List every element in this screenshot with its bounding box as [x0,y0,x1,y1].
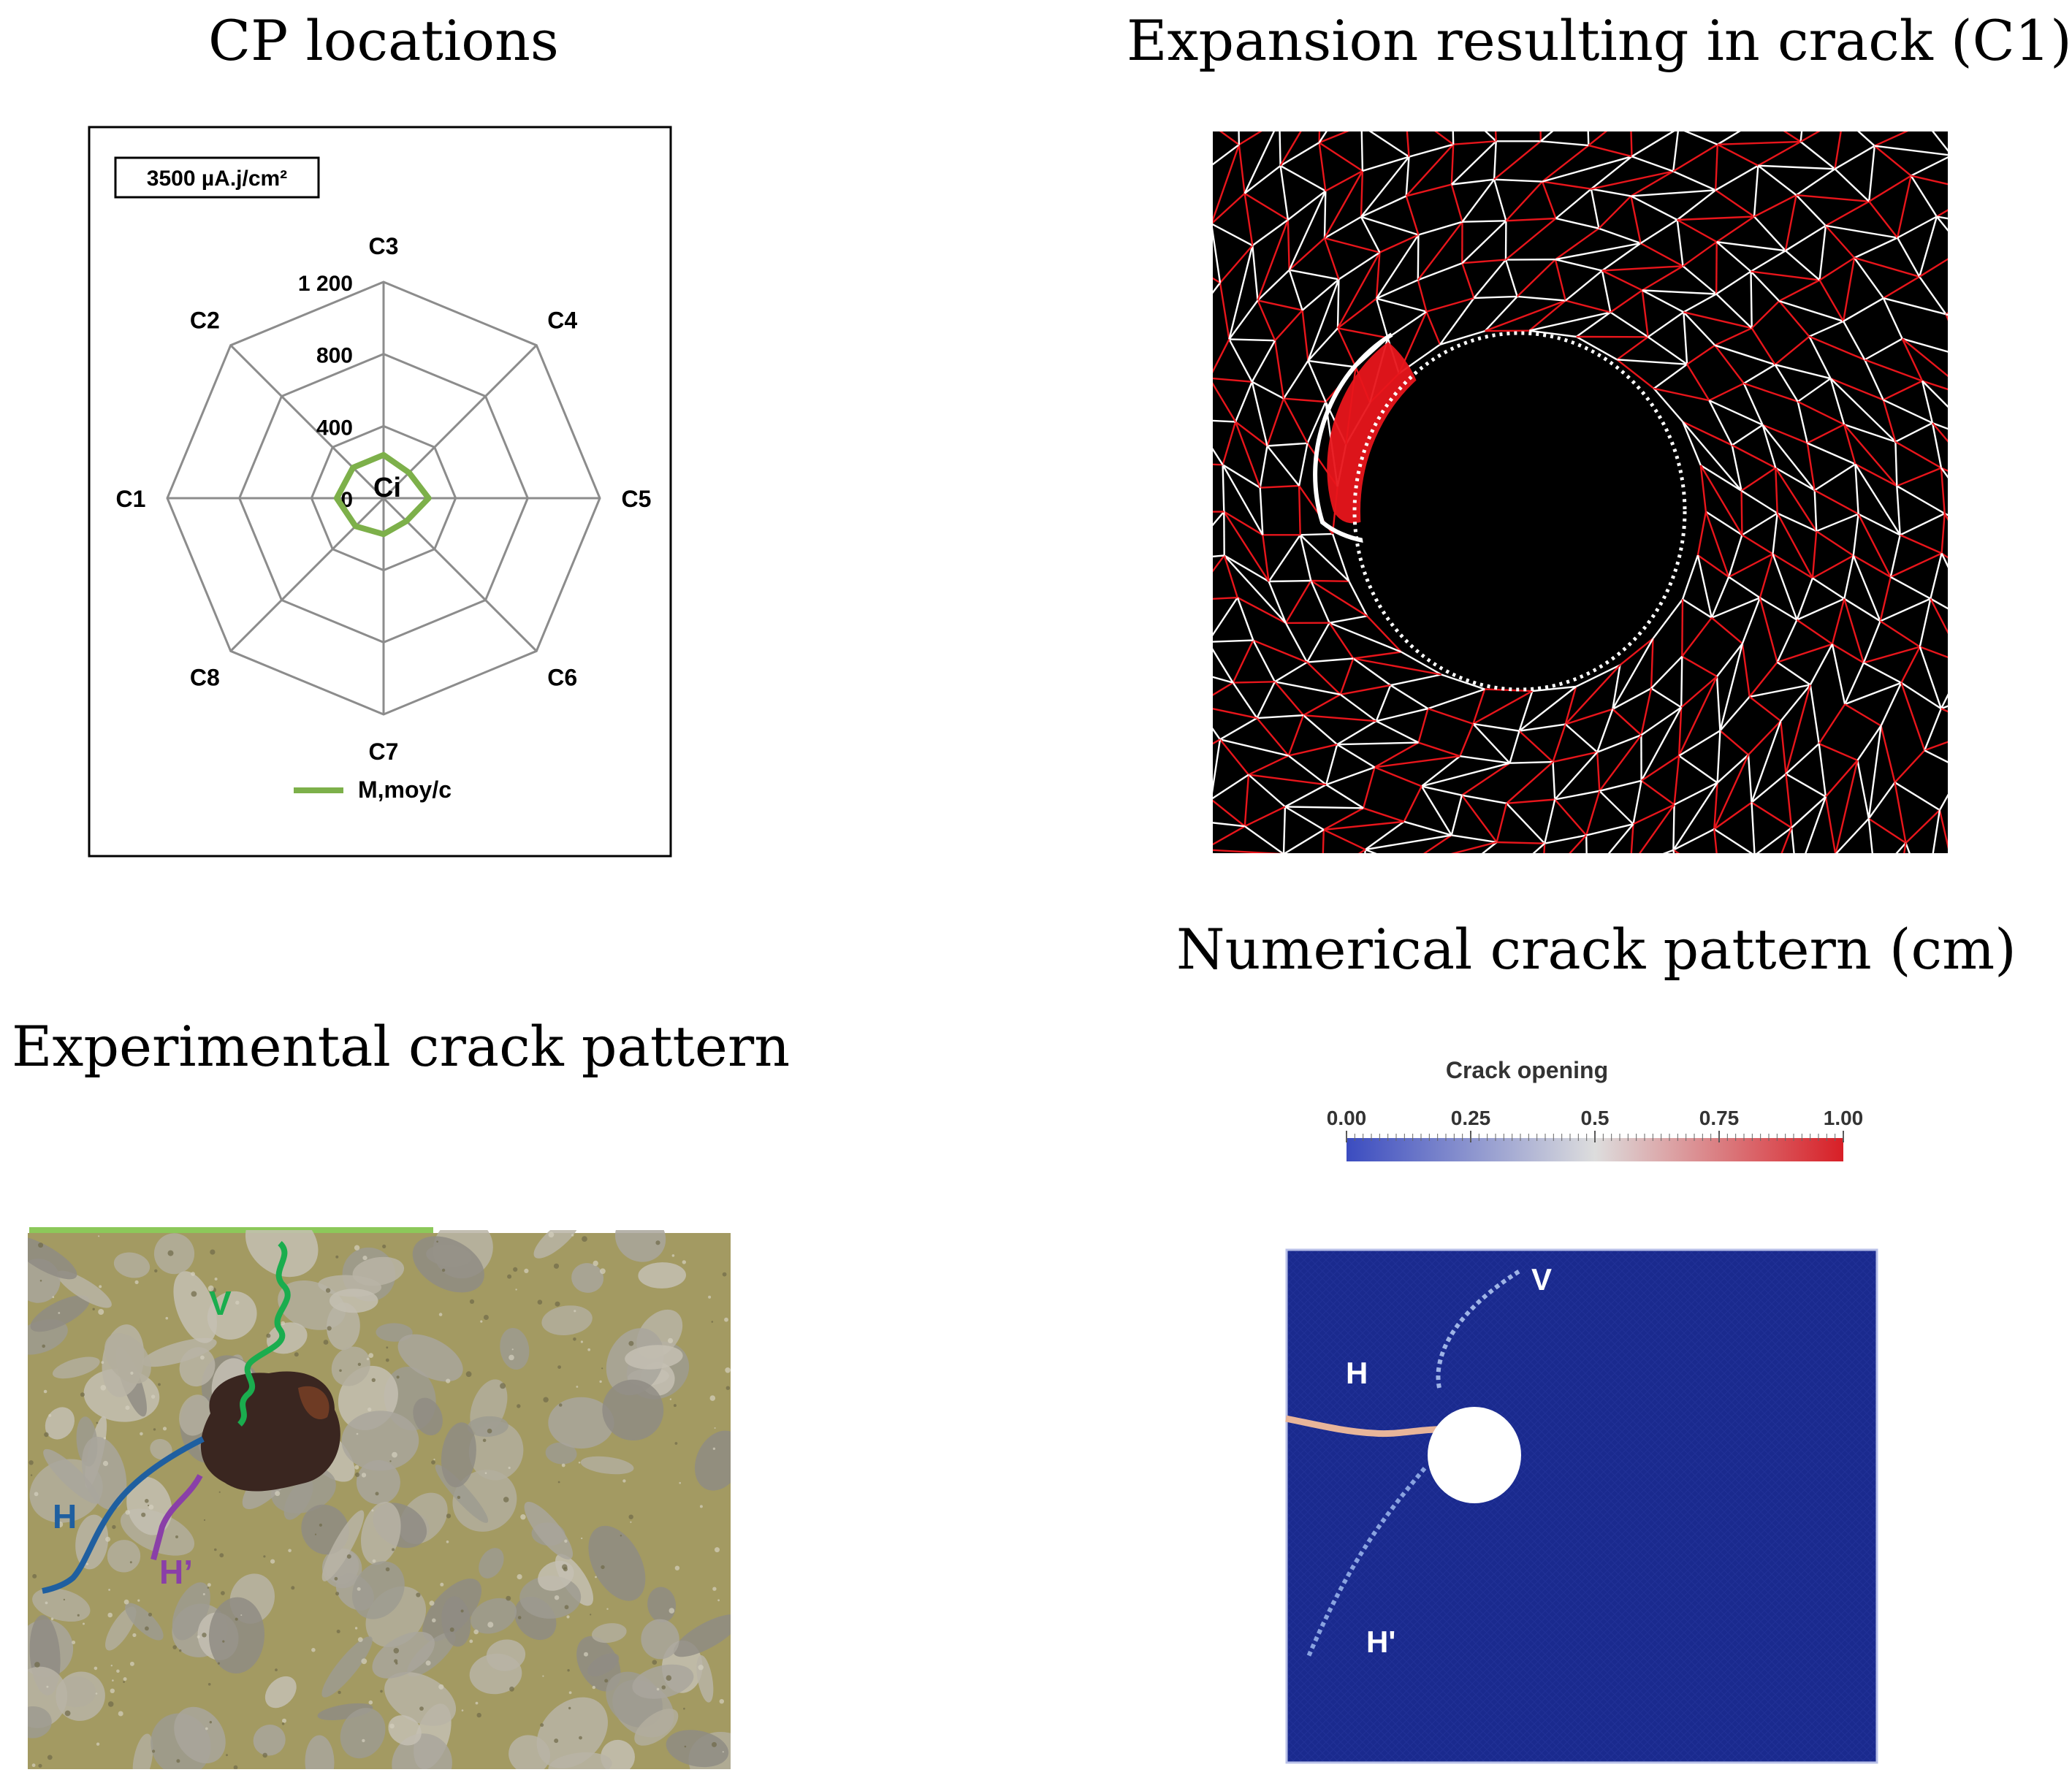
sim-label-hp: H' [1366,1625,1395,1659]
radar-axis-label: C7 [369,738,399,765]
radar-tick-label: 800 [316,344,353,368]
radar-tick-label: 400 [316,416,353,440]
rebar-hole [1360,339,1679,684]
radar-axis-label: C6 [547,665,577,691]
radar-axis-label: C3 [369,233,399,259]
sim-label-v: V [1531,1262,1552,1297]
sim-mesh [1286,1249,1878,1763]
exp-label-hp: H’ [159,1553,193,1591]
colorbar-tick-label: 1.00 [1824,1107,1864,1129]
crack-hp-exp [151,1474,203,1561]
colorbar-tick-labels: 0.00 0.25 0.5 0.75 1.00 [1327,1107,1864,1129]
numerical-title: Numerical crack pattern (cm) [1176,917,2016,982]
crack-v-exp [237,1241,291,1427]
experimental-crack-photo: V H H’ [28,1227,731,1769]
radar-spoke [382,497,538,652]
exp-label-v: V [209,1284,232,1322]
colorbar-tick-label: 0.25 [1451,1107,1491,1129]
crack-hp-sim [1306,1467,1427,1660]
colorbar-tick-label: 0.75 [1699,1107,1740,1129]
crack-h-exp [42,1436,205,1594]
radar-box-label: 3500 µA.j/cm² [147,167,287,191]
colorbar: Crack opening 0.00 0.25 0.5 0.75 1.00 [1327,1057,1864,1161]
expansion-title: Expansion resulting in crack (C1) [1127,8,2072,73]
cp-locations-title: CP locations [208,8,559,73]
radar-axis-label: C4 [547,307,577,333]
experimental-title: Experimental crack pattern [12,1014,791,1079]
radar-series-line [333,451,432,538]
rebar-hole-edge [1352,331,1687,692]
radar-center-label: Ci [373,473,401,503]
radar-spoke [229,497,385,652]
mesh-lines [1213,131,1948,853]
colorbar-title: Crack opening [1446,1057,1608,1083]
radar-label-box [114,156,320,199]
rust-stain [200,1371,340,1492]
radar-axis-label: C1 [116,486,146,512]
mesh-expansion-image [1213,131,1948,853]
numerical-crack-image: V H H' [1285,1248,1878,1764]
radar-axis-label: C5 [622,486,652,512]
rust-stain-highlight [298,1386,330,1420]
radar-axis-label: C2 [190,307,220,333]
colorbar-tick-label: 0.5 [1581,1107,1610,1129]
sim-hole [1428,1407,1521,1503]
radar-tick-label: 1 200 [298,272,353,296]
colorbar-tick-label: 0.00 [1327,1107,1367,1129]
sim-label-h: H [1346,1356,1368,1390]
legend-label: M,moy/c [358,776,452,803]
radar-spoke [229,344,385,500]
radar-axis-label: C8 [190,665,220,691]
colorbar-ticks [1346,1131,1844,1142]
sim-frame [1285,1248,1878,1764]
radar-grid [166,280,601,716]
radar-frame [88,126,672,858]
exp-label-h: H [53,1497,77,1535]
